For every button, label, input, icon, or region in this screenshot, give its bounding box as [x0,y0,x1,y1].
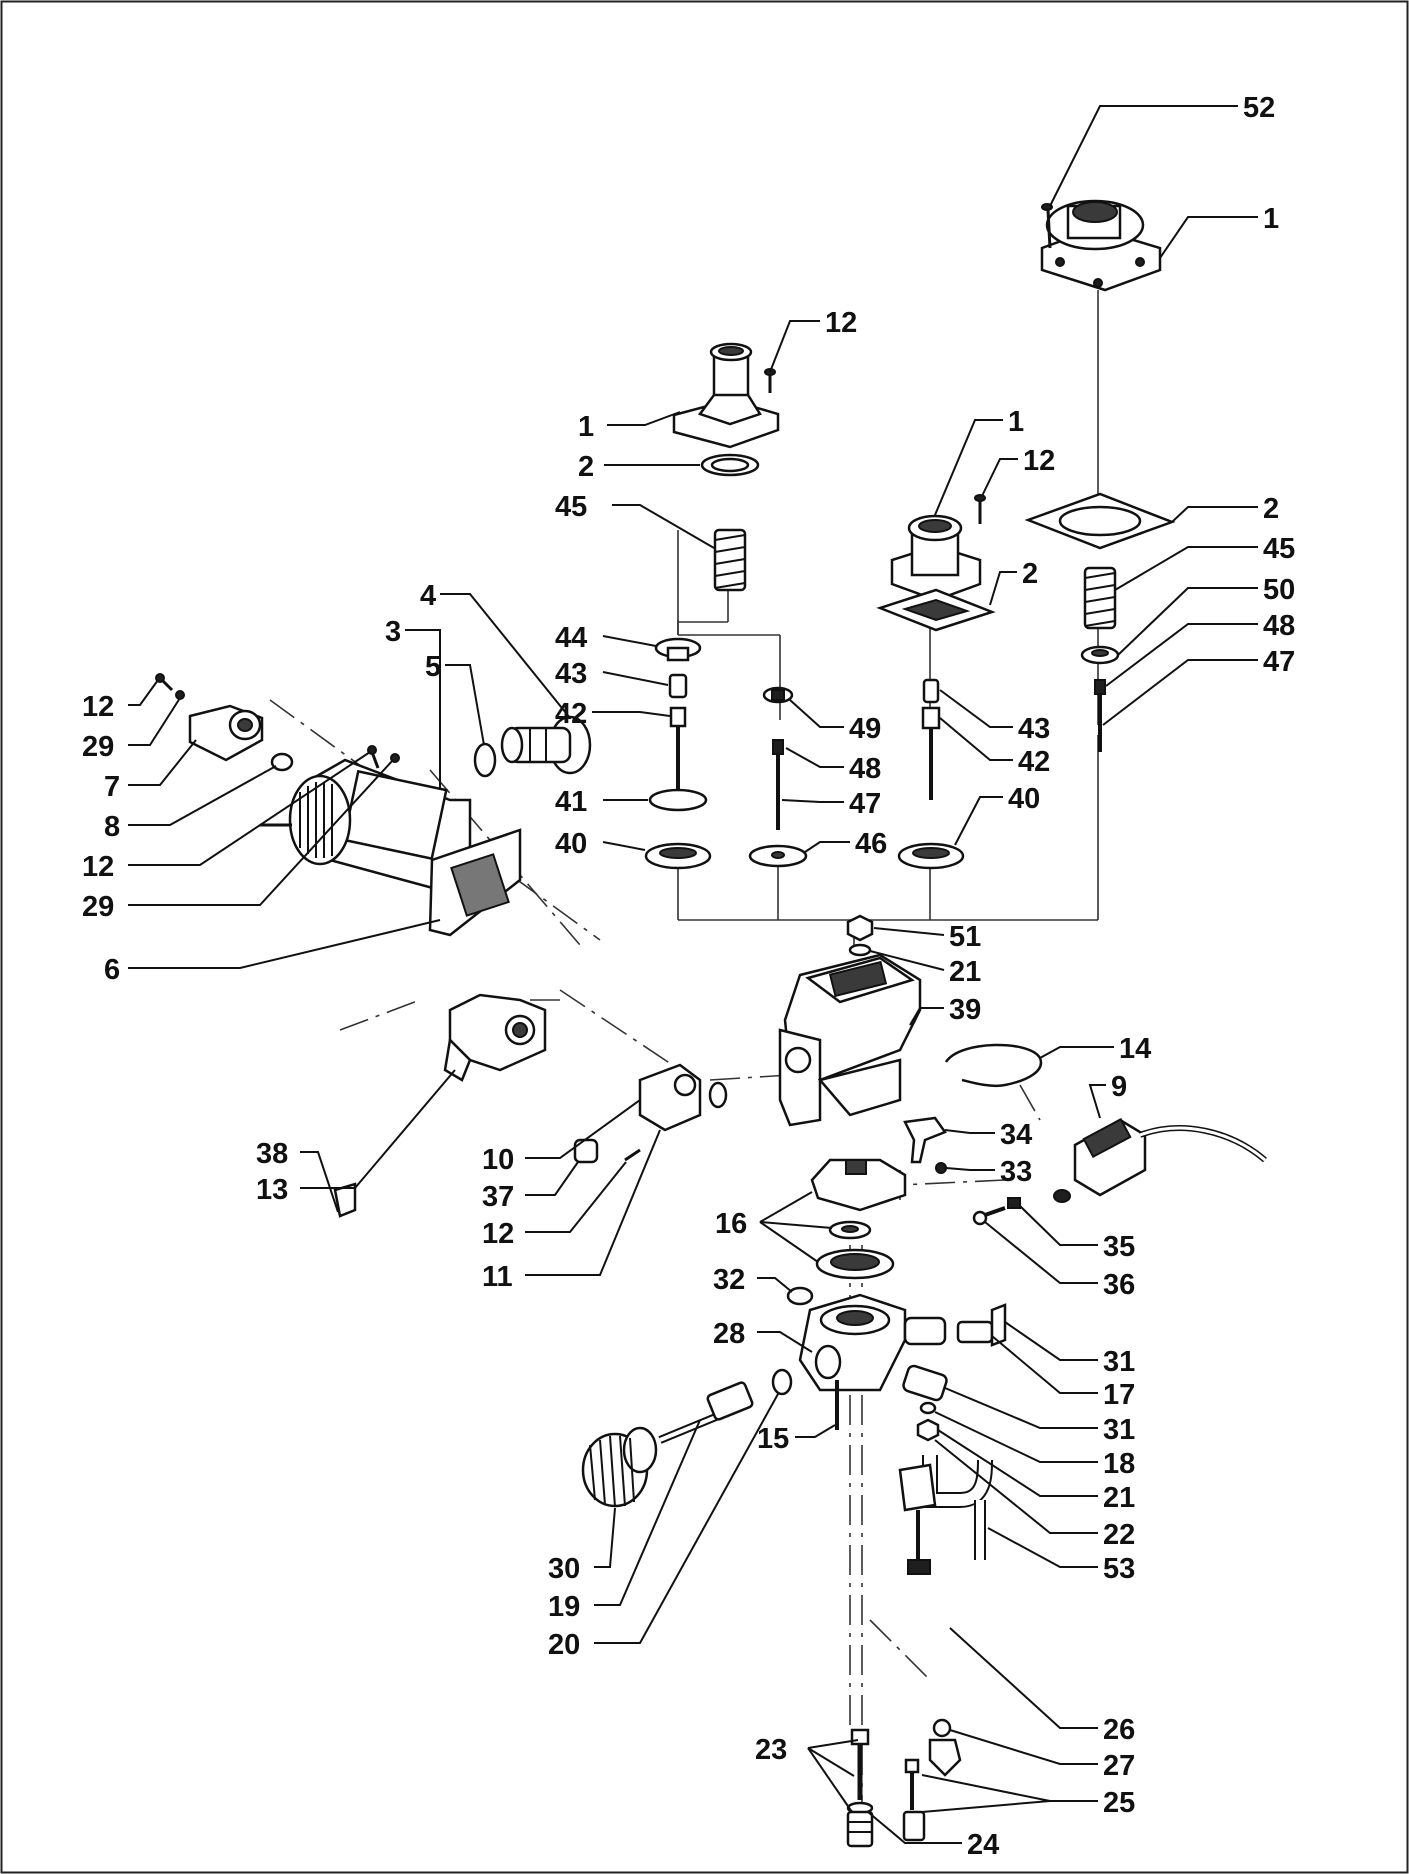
callout-39: 39 [949,994,981,1026]
callout-28: 28 [713,1318,745,1350]
callout-3: 3 [385,616,401,648]
callout-51: 51 [949,921,981,953]
callout-47: 47 [849,788,881,820]
callout-22: 22 [1103,1519,1135,1551]
callout-23: 23 [755,1734,787,1766]
callout-35: 35 [1103,1231,1135,1263]
callout-17: 17 [1103,1379,1135,1411]
callout-38: 38 [256,1138,288,1170]
callout-41: 41 [555,786,587,818]
part-drawings [155,199,1267,1848]
callout-1-upper-mid: 1 [578,411,594,443]
callout-6: 6 [104,954,120,986]
callout-50: 50 [1263,574,1295,606]
callout-labels: 52 1 12 1 2 45 1 12 2 45 50 48 47 2 44 4… [82,92,1295,1861]
callout-4: 4 [420,580,436,612]
callout-27: 27 [1103,1750,1135,1782]
callout-2-right-gasket: 2 [1263,493,1279,525]
callout-2-mid-plate: 2 [1022,558,1038,590]
callout-48: 48 [849,753,881,785]
callout-45-upper: 45 [555,491,587,523]
callout-12-lower: 12 [482,1218,514,1250]
callout-31-upper: 31 [1103,1346,1135,1378]
callout-16: 16 [715,1208,747,1240]
callout-12-top: 12 [825,307,857,339]
callout-7: 7 [104,771,120,803]
callout-42: 42 [555,698,587,730]
callout-18: 18 [1103,1448,1135,1480]
callout-40-right: 40 [1008,783,1040,815]
callout-43: 43 [555,658,587,690]
callout-46: 46 [855,828,887,860]
callout-32: 32 [713,1264,745,1296]
callout-36: 36 [1103,1269,1135,1301]
callout-40: 40 [555,828,587,860]
callout-20: 20 [548,1629,580,1661]
callout-8: 8 [104,811,120,843]
callout-29-left: 29 [82,891,114,923]
callout-30: 30 [548,1553,580,1585]
callout-45-right: 45 [1263,533,1295,565]
callout-47-right: 47 [1263,646,1295,678]
callout-5: 5 [425,651,441,683]
callout-21-lower: 21 [1103,1482,1135,1514]
callout-52: 52 [1243,92,1275,124]
leader-lines [128,105,1258,1844]
callout-48-right: 48 [1263,610,1295,642]
callout-12-right-mid: 12 [1023,445,1055,477]
callout-2-upper: 2 [578,451,594,483]
callout-53: 53 [1103,1553,1135,1585]
callout-37: 37 [482,1181,514,1213]
callout-1-right-mid: 1 [1008,406,1024,438]
callout-24: 24 [967,1829,999,1861]
callout-33: 33 [1000,1156,1032,1188]
callout-49: 49 [849,713,881,745]
callout-42-right: 42 [1018,746,1050,778]
callout-43-right: 43 [1018,713,1050,745]
callout-26: 26 [1103,1714,1135,1746]
callout-25: 25 [1103,1787,1135,1819]
callout-10: 10 [482,1144,514,1176]
callout-9: 9 [1111,1071,1127,1103]
callout-14: 14 [1119,1033,1151,1065]
callout-11: 11 [482,1261,513,1293]
callout-15: 15 [757,1423,789,1455]
callout-44: 44 [555,622,587,654]
callout-13: 13 [256,1174,288,1206]
callout-21-upper: 21 [949,956,981,988]
callout-34: 34 [1000,1119,1032,1151]
callout-12-top-left: 12 [82,691,114,723]
callout-19: 19 [548,1591,580,1623]
callout-31-lower: 31 [1103,1414,1135,1446]
callout-12-left: 12 [82,851,114,883]
callout-29-top-left: 29 [82,731,114,763]
callout-1-top: 1 [1263,203,1279,235]
